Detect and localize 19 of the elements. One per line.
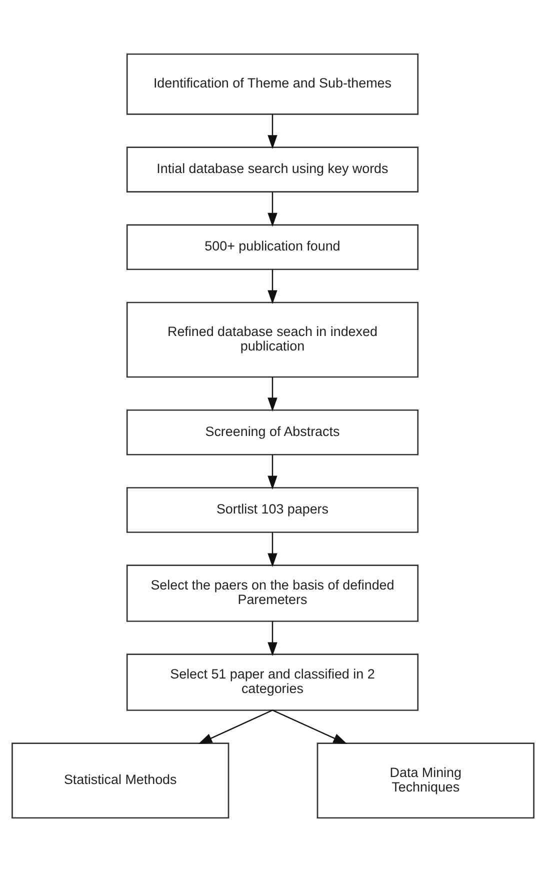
node-box: Data Mining Techniques	[316, 742, 534, 818]
arrow	[272, 709, 348, 744]
arrow	[268, 269, 278, 304]
arrow	[268, 114, 278, 148]
node-box: Sortlist 103 papers	[126, 486, 419, 532]
node-box: Statistical Methods	[12, 742, 230, 818]
arrow	[268, 532, 278, 567]
node-box: Screening of Abstracts	[126, 408, 419, 455]
node-box: Intial database search using key words	[126, 146, 419, 192]
node-box: Select 51 paper and classified in 2 categories	[126, 653, 419, 710]
arrow	[198, 709, 273, 744]
arrow	[268, 454, 278, 490]
arrow	[268, 192, 278, 226]
node-box: Refined database seach in indexed publication	[126, 301, 419, 378]
arrow	[268, 620, 278, 656]
node-box: Select the paers on the basis of definded Paremeters	[126, 564, 419, 622]
node-box: 500+ publication found	[126, 224, 419, 270]
node-box: Identification of Theme and Sub-themes	[126, 52, 419, 114]
arrow	[268, 376, 278, 411]
